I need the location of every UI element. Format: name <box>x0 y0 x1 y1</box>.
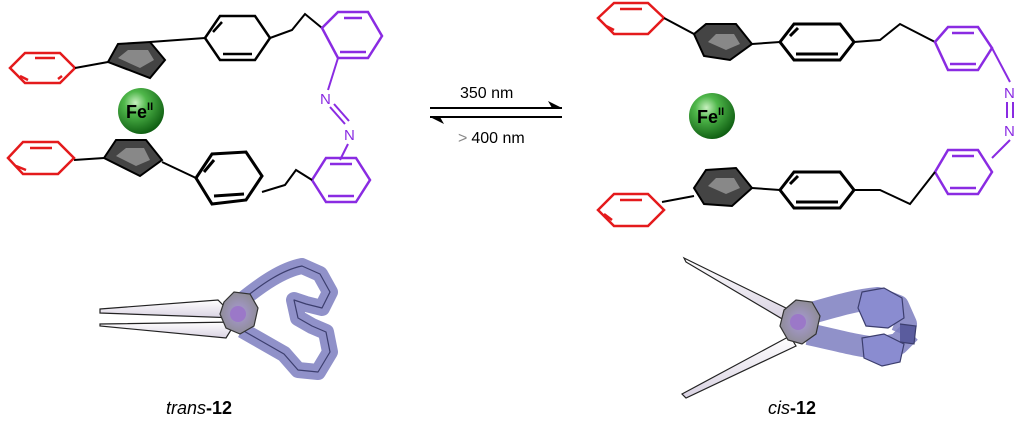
reverse-condition: 400 nm <box>471 130 524 147</box>
trans-n2: N <box>344 127 355 144</box>
cis-bottom-cp <box>692 166 754 208</box>
trans-top-cp <box>106 40 167 80</box>
trans-n1: N <box>320 91 331 108</box>
cis-n1: N <box>1004 85 1015 102</box>
cis-n2: N <box>1004 123 1015 140</box>
trans-3d-model <box>99 258 338 380</box>
trans-label: trans-12 <box>166 398 232 418</box>
equilibrium-arrows: 350 nm >400 nm <box>430 85 562 147</box>
svg-text:FeII: FeII <box>126 101 153 122</box>
cis-top-cp <box>692 23 754 62</box>
svg-text:FeII: FeII <box>697 106 724 127</box>
cis-fe-sphere: FeII <box>689 93 735 139</box>
cis-top-benzene <box>778 22 856 62</box>
trans-fe-symbol: Fe <box>126 102 147 122</box>
trans-bottom-phenyl <box>6 140 76 176</box>
trans-fe-sphere: FeII <box>118 88 164 134</box>
cis-bottom-azo-ring <box>933 148 994 196</box>
cis-bottom-phenyl <box>596 192 666 228</box>
cis-fe-oxidation: II <box>718 106 724 118</box>
trans-bottom-benzene <box>194 150 264 206</box>
trans-top-azo-ring <box>320 10 384 60</box>
cis-structure: N N Fe <box>596 1 1015 228</box>
trans-structure: N N Fe <box>6 10 384 206</box>
cis-top-phenyl <box>596 1 666 36</box>
cis-top-azo-ring <box>933 25 994 72</box>
cis-label: cis-12 <box>768 398 816 418</box>
trans-top-phenyl <box>8 51 77 85</box>
cis-3d-model <box>681 256 918 399</box>
cis-fe-symbol: Fe <box>697 107 718 127</box>
trans-fe-oxidation: II <box>147 101 153 113</box>
trans-bottom-azo-ring <box>310 156 372 204</box>
reverse-prefix: > <box>458 130 467 147</box>
trans-bottom-cp <box>102 139 164 178</box>
trans-top-benzene <box>203 14 272 62</box>
forward-condition: 350 nm <box>460 85 513 102</box>
cis-bottom-benzene <box>778 170 856 210</box>
svg-text:>400 nm: >400 nm <box>458 130 525 147</box>
